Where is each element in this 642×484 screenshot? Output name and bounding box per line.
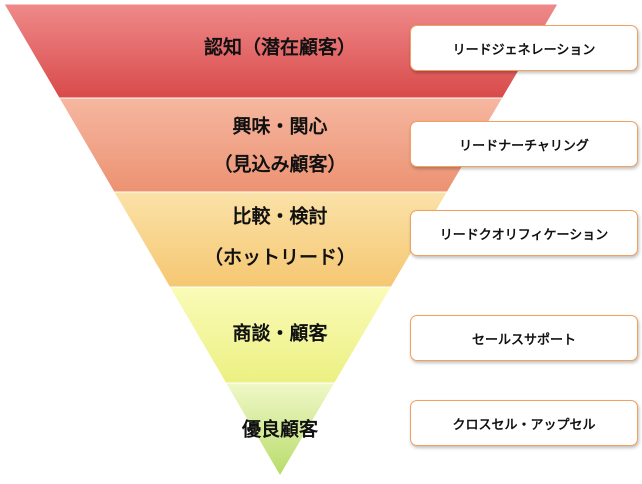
funnel-label-interest-line-2: （見込み顧客） xyxy=(213,153,346,176)
stage-box-lead-qualification: リードクオリフィケーション xyxy=(410,210,638,256)
funnel-label-awareness: 認知（潜在顧客） xyxy=(204,36,356,59)
funnel-label-comparison-line-2: （ホットリード） xyxy=(204,246,356,269)
stage-box-label: リードナーチャリング xyxy=(459,138,589,154)
stage-box-label: リードジェネレーション xyxy=(452,42,596,58)
stage-box-cross-sell-upsell: クロスセル・アップセル xyxy=(410,400,638,446)
funnel-labels: 認知（潜在顧客） 興味・関心 （見込み顧客） 比較・検討 （ホットリード） 商談・顧客優良… xyxy=(204,36,356,441)
stage-box-lead-nurturing: リードナーチャリング xyxy=(410,121,638,167)
stage-box-label: セールスサポート xyxy=(471,332,576,348)
stage-box-label: リードクオリフィケーション xyxy=(439,227,609,243)
funnel-label-comparison-line-1: 比較・検討 xyxy=(232,205,327,228)
funnel-label-loyal-customer: 優良顧客 xyxy=(241,418,319,441)
funnel-label-interest-line-1: 興味・関心 xyxy=(232,116,327,138)
stage-box-lead-generation: リードジェネレーション xyxy=(410,25,638,71)
stage-box-sales-support: セールスサポート xyxy=(410,315,638,361)
funnel-label-negotiation: 商談・顧客 xyxy=(232,322,328,345)
stage-box-label: クロスセル・アップセル xyxy=(452,417,596,433)
funnel-layer-loyal-customer xyxy=(224,382,336,477)
